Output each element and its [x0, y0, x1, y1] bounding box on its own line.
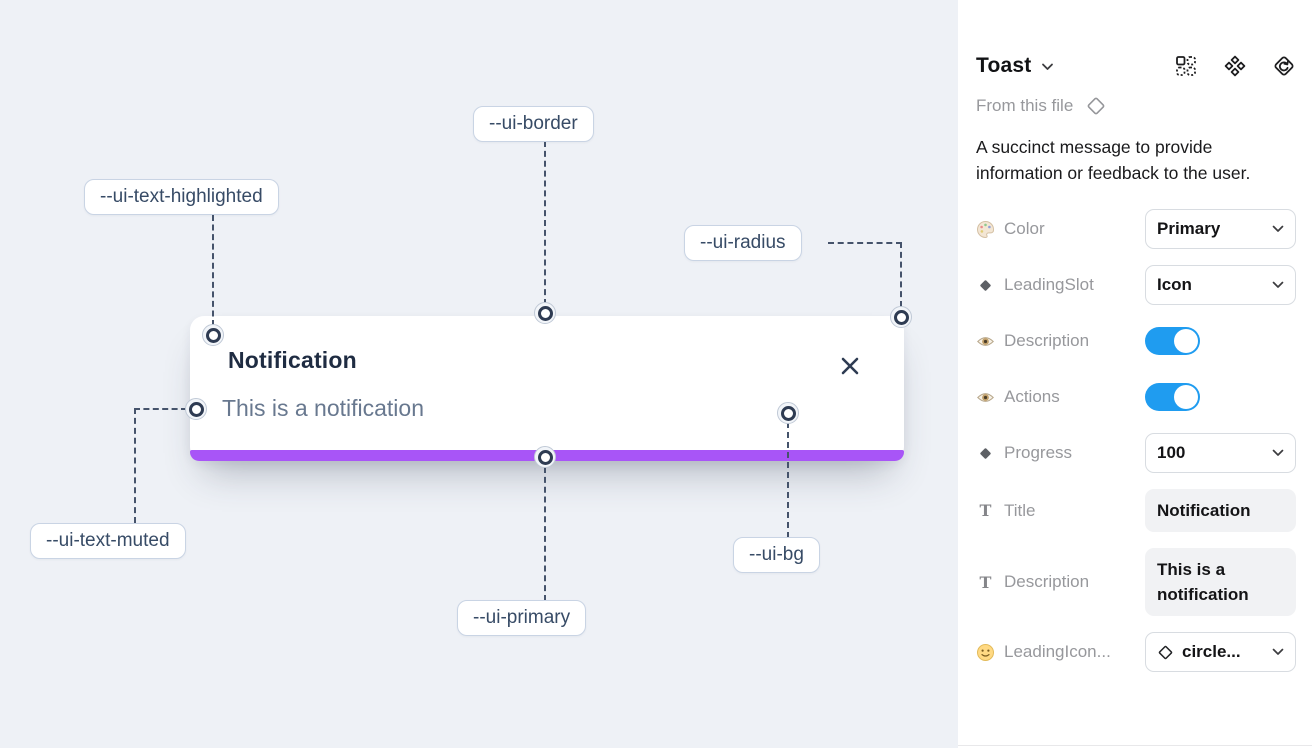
property-row-description-toggle: Description	[976, 321, 1296, 361]
connector-line-ui-border	[544, 141, 546, 305]
diamond-icon	[976, 444, 995, 463]
property-row-leadingslot: LeadingSlot Icon	[976, 265, 1296, 305]
chevron-down-icon	[1272, 220, 1284, 238]
property-label: Progress	[1004, 443, 1073, 462]
source-row: From this file	[976, 95, 1296, 117]
chevron-down-icon	[1272, 444, 1284, 462]
property-label: LeadingIcon...	[1004, 642, 1111, 661]
connector-line-ui-bg	[787, 422, 789, 538]
dropdown-value: circle...	[1182, 642, 1241, 661]
property-row-progress: Progress 100	[976, 433, 1296, 473]
component-icon[interactable]	[1223, 54, 1247, 78]
property-row-leadingicon: LeadingIcon... circle...	[976, 632, 1296, 672]
variable-tag-ui-text-highlighted[interactable]: --ui-text-highlighted	[84, 179, 279, 215]
eye-icon	[976, 388, 995, 407]
diamond-icon	[976, 276, 995, 295]
property-row-title: T Title Notification	[976, 489, 1296, 532]
property-label: Actions	[1004, 387, 1060, 406]
component-properties-icon[interactable]	[1174, 54, 1198, 78]
chevron-down-icon	[1272, 276, 1284, 294]
component-title: Toast	[976, 54, 1032, 77]
connector-line-ui-text-muted-h	[134, 408, 187, 410]
connector-dot-top-left[interactable]	[202, 324, 224, 346]
instance-swap-icon[interactable]	[1272, 54, 1296, 78]
connector-dot-top-center[interactable]	[534, 302, 556, 324]
toast-description: This is a notification	[222, 395, 424, 421]
panel-header: Toast	[976, 54, 1296, 78]
variable-tag-ui-text-muted[interactable]: --ui-text-muted	[30, 523, 186, 559]
connector-line-ui-text-muted-v	[134, 408, 136, 523]
connector-dot-left[interactable]	[185, 398, 207, 420]
connector-dot-top-right[interactable]	[890, 306, 912, 328]
property-row-description-text: T Description This is a notification	[976, 548, 1296, 616]
eye-icon	[976, 332, 995, 351]
connector-dot-right-inner[interactable]	[777, 402, 799, 424]
smiley-icon	[976, 643, 995, 662]
connector-line-ui-text-highlighted	[212, 215, 214, 326]
actions-toggle[interactable]	[1145, 383, 1200, 411]
progress-dropdown[interactable]: 100	[1145, 433, 1296, 473]
variable-tag-ui-radius[interactable]: --ui-radius	[684, 225, 802, 261]
diamond-outline-icon	[1157, 644, 1174, 661]
property-label: Description	[1004, 572, 1090, 591]
property-label: LeadingSlot	[1004, 275, 1094, 294]
dropdown-value: Icon	[1157, 275, 1192, 294]
header-icons	[1174, 54, 1296, 78]
leadingslot-dropdown[interactable]: Icon	[1145, 265, 1296, 305]
property-label: Color	[1004, 219, 1045, 238]
property-row-color: Color Primary	[976, 209, 1296, 249]
property-label: Title	[1004, 500, 1036, 520]
title-text-field[interactable]: Notification	[1145, 489, 1296, 532]
description-text-field[interactable]: This is a notification	[1145, 548, 1296, 616]
leadingicon-dropdown[interactable]: circle...	[1145, 632, 1296, 672]
dropdown-value: 100	[1157, 443, 1186, 462]
properties-panel: Toast	[958, 0, 1312, 748]
close-icon[interactable]	[838, 354, 862, 378]
design-canvas[interactable]: Notification This is a notification --ui…	[0, 0, 958, 748]
text-icon: T	[979, 501, 992, 520]
panel-bottom-divider	[958, 745, 1312, 746]
connector-line-ui-radius-h	[828, 242, 902, 244]
color-dropdown[interactable]: Primary	[1145, 209, 1296, 249]
property-label: Description	[1004, 331, 1090, 350]
source-label: From this file	[976, 96, 1074, 115]
toast-title: Notification	[228, 347, 357, 373]
dropdown-value: Primary	[1157, 219, 1221, 238]
connector-line-ui-radius-v	[900, 242, 902, 307]
connector-dot-bottom-center[interactable]	[534, 446, 556, 468]
variable-tag-ui-primary[interactable]: --ui-primary	[457, 600, 587, 636]
palette-icon	[976, 220, 995, 239]
toast-component-preview[interactable]: Notification This is a notification	[190, 316, 904, 461]
text-icon: T	[979, 572, 992, 592]
property-row-actions-toggle: Actions	[976, 377, 1296, 417]
chevron-down-icon[interactable]	[1041, 62, 1054, 71]
property-list: Color Primary LeadingSlot Icon	[976, 209, 1296, 672]
chevron-down-icon	[1272, 643, 1284, 661]
variable-tag-ui-border[interactable]: --ui-border	[473, 106, 594, 142]
component-description: A succinct message to provide informatio…	[976, 137, 1251, 183]
connector-line-ui-primary	[544, 467, 546, 601]
description-toggle[interactable]	[1145, 327, 1200, 355]
diamond-outline-icon	[1085, 95, 1107, 117]
variable-tag-ui-bg[interactable]: --ui-bg	[733, 537, 820, 573]
